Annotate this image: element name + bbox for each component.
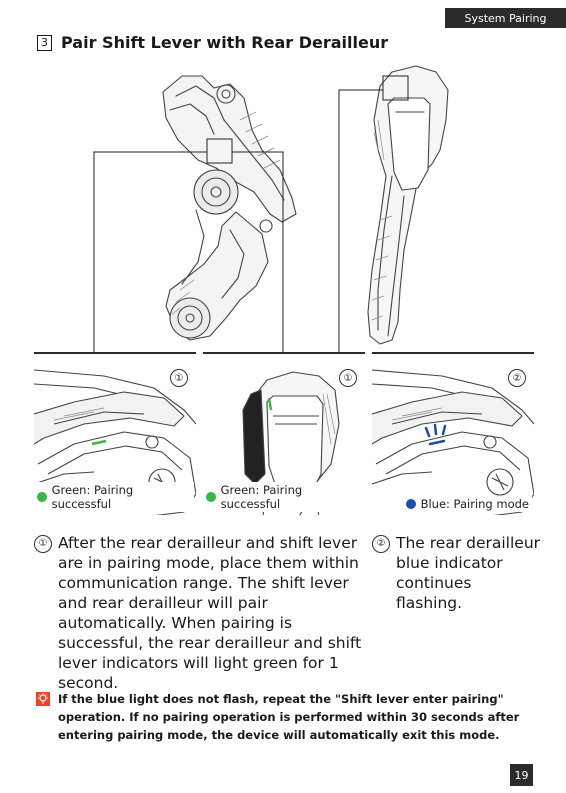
derailleur-lever-illustration (0, 0, 566, 352)
step-marker: ② (372, 535, 390, 553)
status-caption: Blue: Pairing mode (403, 496, 532, 512)
warning-note: If the blue light does not flash, repeat… (36, 690, 536, 744)
step-badge: ① (170, 369, 188, 387)
green-indicator-icon (206, 492, 216, 502)
step-2-description: ② The rear derailleur blue indicator con… (372, 533, 542, 613)
page-number: 19 (510, 764, 533, 786)
green-indicator-icon (37, 492, 47, 502)
step-badge: ② (508, 369, 526, 387)
step-text: The rear derailleur blue indicator conti… (396, 533, 542, 613)
status-caption-text: Green: Pairing successful (221, 483, 360, 511)
warning-bulb-icon (36, 692, 50, 706)
step-1-description: ① After the rear derailleur and shift le… (34, 533, 374, 693)
detail-panel-1: ① Green: Pairing successful (34, 352, 196, 515)
status-caption-text: Blue: Pairing mode (421, 497, 529, 511)
detail-panel-2: ① Green: Pairing successful (203, 352, 365, 515)
status-caption: Green: Pairing successful (34, 482, 194, 512)
blue-indicator-icon (406, 499, 416, 509)
step-text: After the rear derailleur and shift leve… (58, 533, 374, 693)
detail-panel-3: ② Blue: Pairing mode (372, 352, 534, 515)
status-caption-text: Green: Pairing successful (52, 483, 191, 511)
warning-note-text: If the blue light does not flash, repeat… (58, 690, 536, 744)
step-marker: ① (34, 535, 52, 553)
status-caption: Green: Pairing successful (203, 482, 363, 512)
step-badge: ① (339, 369, 357, 387)
